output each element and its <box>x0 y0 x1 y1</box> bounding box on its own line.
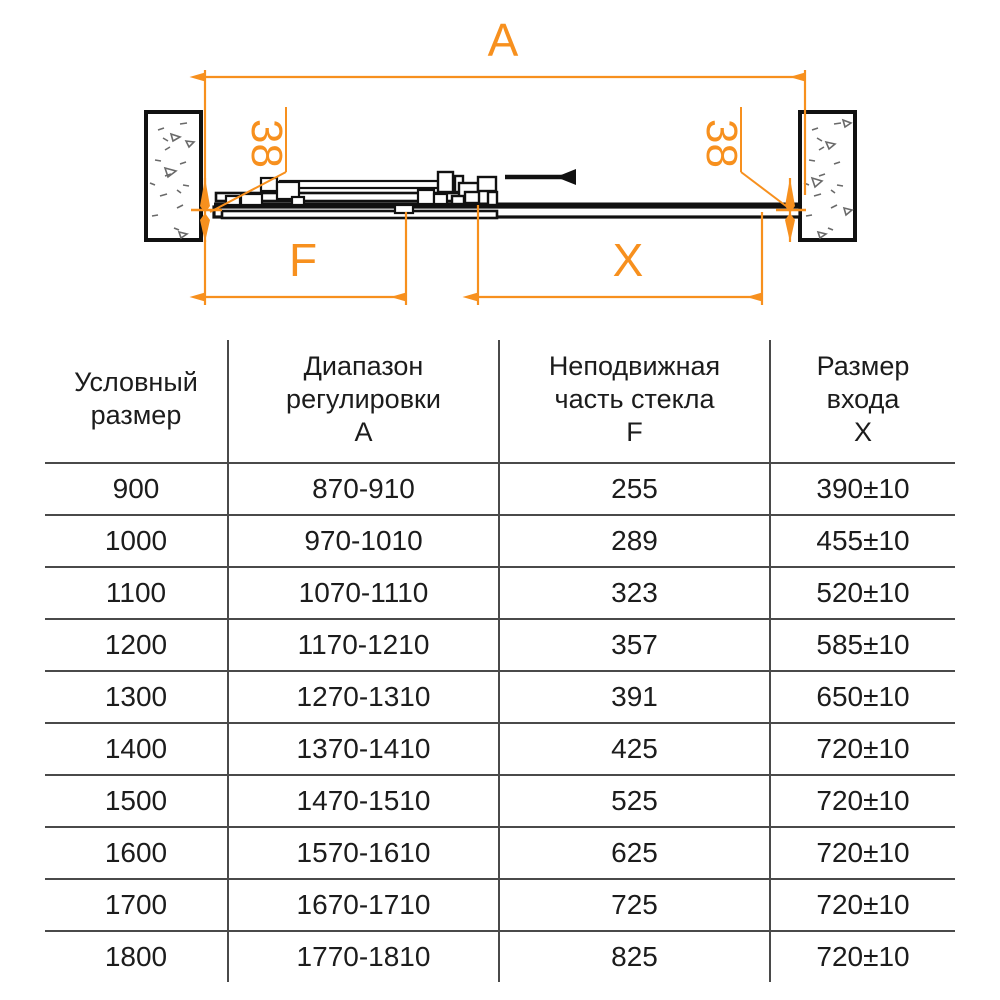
cell-entry-size: 720±10 <box>770 879 955 932</box>
dimension-label-A: A <box>488 14 519 66</box>
header-line: Диапазон <box>303 350 424 381</box>
dimension-A: A <box>189 14 807 195</box>
cell-nominal-size: 900 <box>45 463 229 516</box>
concrete-hatch-left <box>149 122 190 231</box>
cell-nominal-size: 1100 <box>45 567 229 620</box>
roller-carriage <box>436 170 499 207</box>
cell-nominal-size: 1700 <box>45 879 229 932</box>
column-header-entry-size: Размер входа X <box>770 340 955 464</box>
shower-door-plan-drawing: A 38 38 F <box>144 14 857 305</box>
cell-adjustment-range: 1570-1610 <box>228 827 500 880</box>
header-line: A <box>354 416 373 447</box>
cell-adjustment-range: 1770-1810 <box>228 931 500 982</box>
concrete-aggregate-right <box>810 118 854 240</box>
wall-block-right <box>798 110 857 242</box>
header-line: Неподвижная <box>548 350 721 381</box>
cell-adjustment-range: 1270-1310 <box>228 671 500 724</box>
dimension-F: F <box>189 212 408 305</box>
dimension-label-gap-left: 38 <box>242 119 291 168</box>
technical-drawing: A 38 38 F <box>0 0 1000 330</box>
dimension-label-F: F <box>289 234 317 286</box>
cell-nominal-size: 1300 <box>45 671 229 724</box>
header-line: регулировки <box>286 383 441 414</box>
cell-entry-size: 720±10 <box>770 827 955 880</box>
cell-nominal-size: 1400 <box>45 723 229 776</box>
cell-fixed-glass-part: 725 <box>499 879 771 932</box>
cell-nominal-size: 1600 <box>45 827 229 880</box>
concrete-hatch-right <box>803 122 844 231</box>
concrete-aggregate-left <box>163 132 196 240</box>
cell-fixed-glass-part: 391 <box>499 671 771 724</box>
cell-adjustment-range: 1070-1110 <box>228 567 500 620</box>
cell-adjustment-range: 970-1010 <box>228 515 500 568</box>
column-header-adjustment-range: Диапазон регулировки A <box>228 340 500 464</box>
cell-adjustment-range: 1370-1410 <box>228 723 500 776</box>
cell-fixed-glass-part: 289 <box>499 515 771 568</box>
specification-table: Условный размер Диапазон регулировки A Н… <box>45 340 955 982</box>
cell-entry-size: 720±10 <box>816 941 910 972</box>
moving-glass-panel <box>212 205 802 219</box>
cell-nominal-size: 1500 <box>45 775 229 828</box>
cell-nominal-size: 1000 <box>45 515 229 568</box>
header-line: X <box>853 416 872 447</box>
header-line: F <box>626 416 643 447</box>
column-header-nominal-size: Условный размер <box>45 340 229 464</box>
cell-entry-size: 520±10 <box>770 567 955 620</box>
wall-block-left <box>144 110 203 242</box>
cell-adjustment-range: 1670-1710 <box>228 879 500 932</box>
cell-fixed-glass-part: 357 <box>499 619 771 672</box>
fixed-glass-panel <box>220 209 499 220</box>
cell-entry-size: 720±10 <box>770 775 955 828</box>
cell-adjustment-range: 1170-1210 <box>228 619 500 672</box>
dimension-gap-right: 38 <box>697 107 806 242</box>
header-line: Условный <box>74 367 198 397</box>
header-line: Размер <box>816 350 910 381</box>
cell-entry-size: 455±10 <box>770 515 955 568</box>
column-header-fixed-glass-part: Неподвижная часть стекла F <box>499 340 771 464</box>
cell-nominal-size: 1800 <box>45 931 229 982</box>
dimension-label-X: X <box>613 234 644 286</box>
header-line: часть стекла <box>554 383 715 414</box>
cell-adjustment-range: 1470-1510 <box>228 775 500 828</box>
cell-fixed-glass-part: 625 <box>499 827 771 880</box>
cell-entry-size: 720±10 <box>770 723 955 776</box>
dimension-gap-left: 38 <box>191 107 291 242</box>
dimension-X: X <box>462 205 764 305</box>
cell-fixed-glass-part: 825 <box>499 931 771 982</box>
table-header-row: Условный размер Диапазон регулировки A Н… <box>45 340 955 464</box>
cell-fixed-glass-part: 525 <box>499 775 771 828</box>
dimension-label-gap-right: 38 <box>697 119 746 168</box>
header-line: входа <box>826 383 900 414</box>
cell-entry-size: 585±10 <box>770 619 955 672</box>
rail-fittings <box>224 176 449 215</box>
door-assembly <box>212 169 802 220</box>
specification-table-container: Условный размер Диапазон регулировки A Н… <box>45 340 955 982</box>
header-line: размер <box>90 400 182 430</box>
cell-adjustment-range: 870-910 <box>228 463 500 516</box>
upper-guide-bar <box>278 179 457 190</box>
cell-fixed-glass-part: 255 <box>499 463 771 516</box>
cell-fixed-glass-part: 323 <box>499 567 771 620</box>
cell-entry-size: 650±10 <box>770 671 955 724</box>
cell-nominal-size: 1200 <box>45 619 229 672</box>
cell-entry-size: 390±10 <box>770 463 955 516</box>
cell-fixed-glass-part: 425 <box>499 723 771 776</box>
